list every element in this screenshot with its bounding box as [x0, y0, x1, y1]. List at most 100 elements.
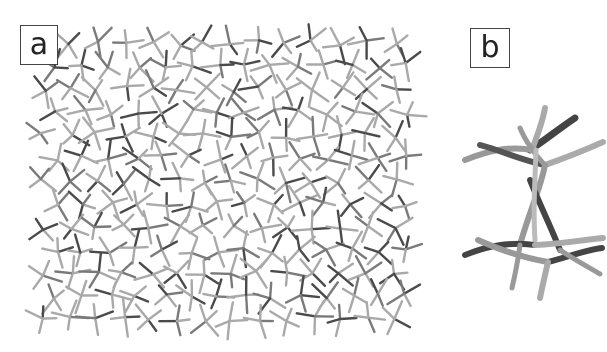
lattice-rod — [232, 156, 247, 168]
lattice-rod — [247, 148, 258, 156]
lattice-rod — [404, 285, 420, 294]
lattice-rod — [314, 134, 328, 136]
lattice-rod — [154, 32, 169, 42]
lattice-rod — [122, 263, 132, 273]
lattice-rod — [68, 44, 76, 58]
lattice-rod — [125, 317, 139, 318]
lattice-rod — [203, 171, 205, 183]
lattice-rod — [217, 201, 222, 219]
lattice-rod — [227, 295, 246, 298]
lattice-rod — [284, 43, 291, 53]
lattice-rod — [140, 88, 154, 97]
lattice-rod — [396, 121, 403, 138]
lattice-rod — [180, 215, 189, 226]
lattice-rod — [300, 203, 304, 216]
lattice-rod — [76, 296, 82, 314]
lattice-rod — [343, 289, 354, 296]
lattice-rod — [65, 151, 82, 156]
lattice-rod — [96, 290, 112, 295]
lattice-rod — [34, 76, 45, 90]
lattice-rod — [88, 181, 98, 191]
lattice-rod — [217, 99, 224, 113]
lattice-rod — [186, 66, 193, 80]
lattice-rod — [98, 181, 111, 191]
lattice-rod — [315, 242, 326, 250]
lattice-rod — [162, 242, 177, 250]
cluster-rod — [535, 238, 603, 245]
lattice-rod — [405, 140, 406, 157]
lattice-rod — [55, 111, 67, 121]
lattice-rod — [122, 272, 136, 277]
lattice-rod — [323, 115, 327, 132]
lattice-rod — [312, 90, 328, 102]
lattice-rod — [326, 176, 338, 183]
lattice-rod — [383, 308, 395, 319]
lattice-rod — [100, 67, 108, 78]
lattice-rod — [256, 271, 266, 288]
lattice-rod — [206, 311, 217, 321]
lattice-rod — [251, 76, 258, 86]
lattice-rod — [241, 259, 256, 271]
lattice-rod — [392, 248, 406, 250]
lattice-rod — [177, 321, 180, 335]
lattice-rod — [98, 202, 113, 213]
lattice-rod — [397, 179, 413, 184]
lattice-rod — [100, 238, 110, 253]
lattice-rod — [127, 69, 130, 86]
lattice-rod — [40, 111, 55, 120]
lattice-rod — [161, 155, 166, 170]
lattice-rod — [401, 48, 406, 63]
lattice-rod — [95, 318, 98, 335]
lattice-rod — [393, 29, 397, 45]
lattice-rod — [176, 90, 194, 93]
lattice-rod — [244, 195, 255, 202]
lattice-rod — [169, 90, 176, 103]
lattice-rod — [300, 159, 311, 170]
lattice-rod — [240, 172, 257, 178]
lattice-rod — [111, 86, 127, 88]
lattice-rod — [298, 67, 311, 74]
lattice-rod — [323, 202, 335, 205]
lattice-rod — [382, 126, 395, 138]
lattice-rod — [174, 46, 181, 59]
lattice-rod — [313, 117, 314, 137]
lattice-rod — [328, 266, 338, 273]
lattice-rod — [330, 273, 338, 282]
lattice-rod — [295, 182, 310, 192]
lattice-rod — [203, 120, 205, 134]
lattice-rod — [145, 179, 149, 191]
lattice-rod — [359, 180, 369, 188]
lattice-rod — [309, 90, 312, 107]
lattice-rod — [161, 178, 180, 179]
lattice-rod — [222, 85, 233, 92]
lattice-rod — [227, 248, 243, 250]
lattice-rod — [192, 297, 205, 304]
lattice-rod — [360, 27, 367, 40]
lattice-rod — [221, 160, 225, 173]
lattice-rod — [155, 295, 167, 305]
lattice-rod — [152, 137, 154, 149]
lattice-rod — [189, 150, 201, 156]
lattice-rod — [234, 217, 242, 226]
lattice-rod — [163, 67, 166, 80]
lattice-rod — [339, 135, 342, 151]
lattice-rod — [36, 219, 43, 230]
lattice-rod — [82, 77, 95, 90]
lattice-rod — [349, 296, 354, 313]
lattice-rod — [237, 192, 244, 202]
lattice-rod — [274, 205, 283, 214]
lattice-rod — [90, 272, 99, 287]
lattice-rod — [71, 74, 79, 88]
lattice-rod — [226, 26, 230, 45]
lattice-rod — [43, 230, 53, 241]
lattice-rod — [57, 80, 70, 88]
lattice-rod — [396, 228, 404, 245]
lattice-rod — [162, 104, 178, 114]
lattice-rod — [125, 317, 128, 337]
lattice-rod — [173, 163, 180, 178]
lattice-rod — [406, 244, 422, 249]
lattice-rod — [198, 134, 203, 152]
lattice-rod — [260, 321, 265, 338]
lattice-rod — [254, 214, 262, 228]
lattice-rod — [286, 82, 302, 90]
